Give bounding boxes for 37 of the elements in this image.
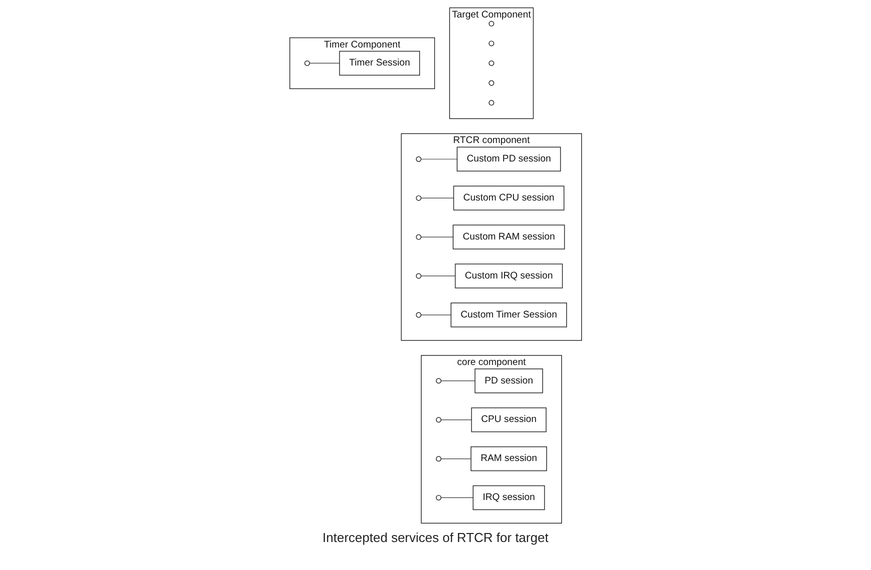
node-box: Timer Session bbox=[338, 50, 420, 76]
node-circle bbox=[488, 100, 494, 106]
connector bbox=[420, 314, 452, 315]
node-circle bbox=[488, 60, 494, 66]
node-circle bbox=[436, 416, 442, 422]
node-box: Custom RAM session bbox=[452, 224, 565, 249]
node-circle bbox=[488, 40, 494, 46]
node-box: IRQ session bbox=[472, 484, 545, 510]
node-box: Custom PD session bbox=[456, 146, 561, 171]
node-circle bbox=[416, 312, 422, 318]
node-box: CPU session bbox=[470, 406, 546, 432]
node-circle bbox=[488, 80, 494, 86]
node-circle bbox=[436, 456, 442, 462]
cluster: Target Component bbox=[449, 6, 534, 119]
connector bbox=[420, 236, 454, 237]
connector bbox=[440, 419, 472, 420]
node-box: PD session bbox=[474, 368, 543, 393]
node-box: RAM session bbox=[470, 446, 547, 471]
connector bbox=[420, 197, 454, 198]
node-circle bbox=[488, 20, 494, 26]
node-circle bbox=[416, 156, 422, 162]
connector bbox=[420, 275, 456, 276]
node-circle bbox=[416, 272, 422, 278]
node-circle bbox=[416, 234, 422, 240]
node-box: Custom IRQ session bbox=[454, 263, 563, 288]
node-box: Custom Timer Session bbox=[450, 302, 567, 327]
node-circle bbox=[436, 378, 442, 384]
connector bbox=[440, 380, 476, 381]
connector bbox=[440, 496, 474, 498]
diagram-caption: Intercepted services of RTCR for target bbox=[322, 530, 550, 545]
node-circle bbox=[416, 194, 422, 200]
node-circle bbox=[304, 60, 310, 66]
connector bbox=[440, 458, 472, 459]
node-circle bbox=[436, 494, 442, 500]
connector bbox=[309, 62, 340, 64]
node-box: Custom CPU session bbox=[453, 185, 564, 210]
connector bbox=[420, 158, 458, 159]
